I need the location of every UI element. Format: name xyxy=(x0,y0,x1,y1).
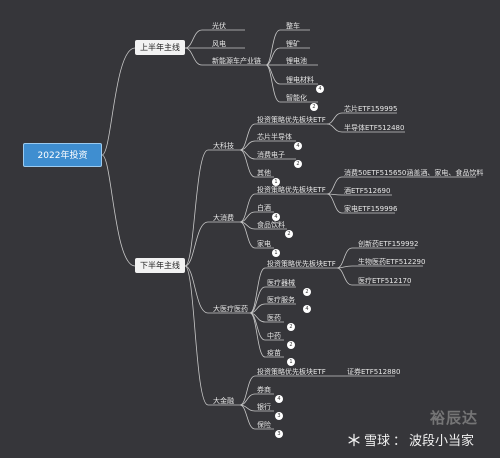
tech-item-other[interactable]: 其他 xyxy=(257,169,271,177)
sector-healthcare[interactable]: 大医疗医药 xyxy=(213,305,248,313)
snowflake-icon xyxy=(348,433,360,446)
tech-item-strategy[interactable]: 投资策略优先板块ETF xyxy=(257,116,326,124)
etf-medical[interactable]: 医疗ETF512170 xyxy=(358,277,412,285)
etf-biomedicine[interactable]: 生物医药ETF512290 xyxy=(358,258,426,266)
xueqiu-watermark: 雪球：波段小当家 xyxy=(347,430,474,449)
badge-liquor: 4 xyxy=(272,213,280,221)
health-item-vaccine[interactable]: 疫苗 xyxy=(267,349,281,357)
node-lithium-material[interactable]: 锂电材料 xyxy=(286,76,314,84)
finance-item-brokerage[interactable]: 券商 xyxy=(257,386,271,394)
etf-consumer50[interactable]: 消费50ETF515650涵盖酒、家电、食品饮料 xyxy=(344,169,484,177)
node-lithium-battery[interactable]: 锂电池 xyxy=(286,57,307,65)
etf-chip[interactable]: 芯片ETF159995 xyxy=(344,105,398,113)
node-nev-chain[interactable]: 新能源车产业链 xyxy=(212,57,261,65)
badge-tech-other: 1 xyxy=(272,178,280,186)
health-item-strategy[interactable]: 投资策略优先板块ETF xyxy=(267,260,336,268)
consumer-item-appliance[interactable]: 家电 xyxy=(257,240,271,248)
watermark-site-name: 雪球 xyxy=(364,434,391,449)
finance-item-bank[interactable]: 银行 xyxy=(257,403,271,411)
badge-appliance: 1 xyxy=(272,249,280,257)
node-wind-power[interactable]: 风电 xyxy=(212,40,226,48)
badge-bank: 3 xyxy=(275,412,283,420)
badge-devices: 2 xyxy=(303,288,311,296)
consumer-item-liquor[interactable]: 白酒 xyxy=(257,204,271,212)
consumer-item-strategy[interactable]: 投资策略优先板块ETF xyxy=(257,186,326,194)
badge-brokerage: 4 xyxy=(275,395,283,403)
badge-consumer-electronics: 2 xyxy=(294,160,302,168)
etf-appliance[interactable]: 家电ETF159996 xyxy=(344,205,398,213)
badge-food-beverage: 2 xyxy=(285,230,293,238)
health-item-services[interactable]: 医疗服务 xyxy=(267,296,295,304)
tech-item-chips[interactable]: 芯片半导体 xyxy=(257,133,292,141)
health-item-tcm[interactable]: 中药 xyxy=(267,332,281,340)
tech-item-consumer-electronics[interactable]: 消费电子 xyxy=(257,151,285,159)
watermark-author: 波段小当家 xyxy=(409,434,475,449)
sector-finance[interactable]: 大金融 xyxy=(213,397,234,405)
health-item-devices[interactable]: 医疗器械 xyxy=(267,279,295,287)
finance-item-insurance[interactable]: 保险 xyxy=(257,421,271,429)
branch-second-half[interactable]: 下半年主线 xyxy=(135,258,185,273)
badge-intelligent: 2 xyxy=(310,103,318,111)
badge-vaccine: 1 xyxy=(287,358,295,366)
health-item-pharma[interactable]: 医药 xyxy=(267,314,281,322)
root-node[interactable]: 2022年投资 xyxy=(23,143,102,167)
badge-tcm: 2 xyxy=(287,341,295,349)
node-photovoltaic[interactable]: 光伏 xyxy=(212,22,226,30)
badge-chips: 4 xyxy=(294,142,302,150)
badge-pharma: 2 xyxy=(287,323,295,331)
finance-item-strategy[interactable]: 投资策略优先板块ETF xyxy=(257,368,326,376)
etf-innovative-drug[interactable]: 创新药ETF159992 xyxy=(358,240,419,248)
node-vehicle[interactable]: 整车 xyxy=(286,22,300,30)
branch-first-half[interactable]: 上半年主线 xyxy=(135,40,185,55)
badge-insurance: 3 xyxy=(275,430,283,438)
watermark-separator: ： xyxy=(393,434,407,449)
consumer-item-food-beverage[interactable]: 食品饮料 xyxy=(257,221,285,229)
badge-lithium-material: 4 xyxy=(316,85,324,93)
etf-securities[interactable]: 证券ETF512880 xyxy=(347,368,401,376)
node-intelligent[interactable]: 智能化 xyxy=(286,94,307,102)
etf-semiconductor[interactable]: 半导体ETF512480 xyxy=(344,124,405,132)
badge-services: 4 xyxy=(303,305,311,313)
brand-watermark: 裕辰达 xyxy=(430,409,479,427)
sector-tech[interactable]: 大科技 xyxy=(213,142,234,150)
node-lithium-mine[interactable]: 锂矿 xyxy=(286,40,300,48)
etf-liquor[interactable]: 酒ETF512690 xyxy=(344,187,391,195)
sector-consumer[interactable]: 大消费 xyxy=(213,214,234,222)
